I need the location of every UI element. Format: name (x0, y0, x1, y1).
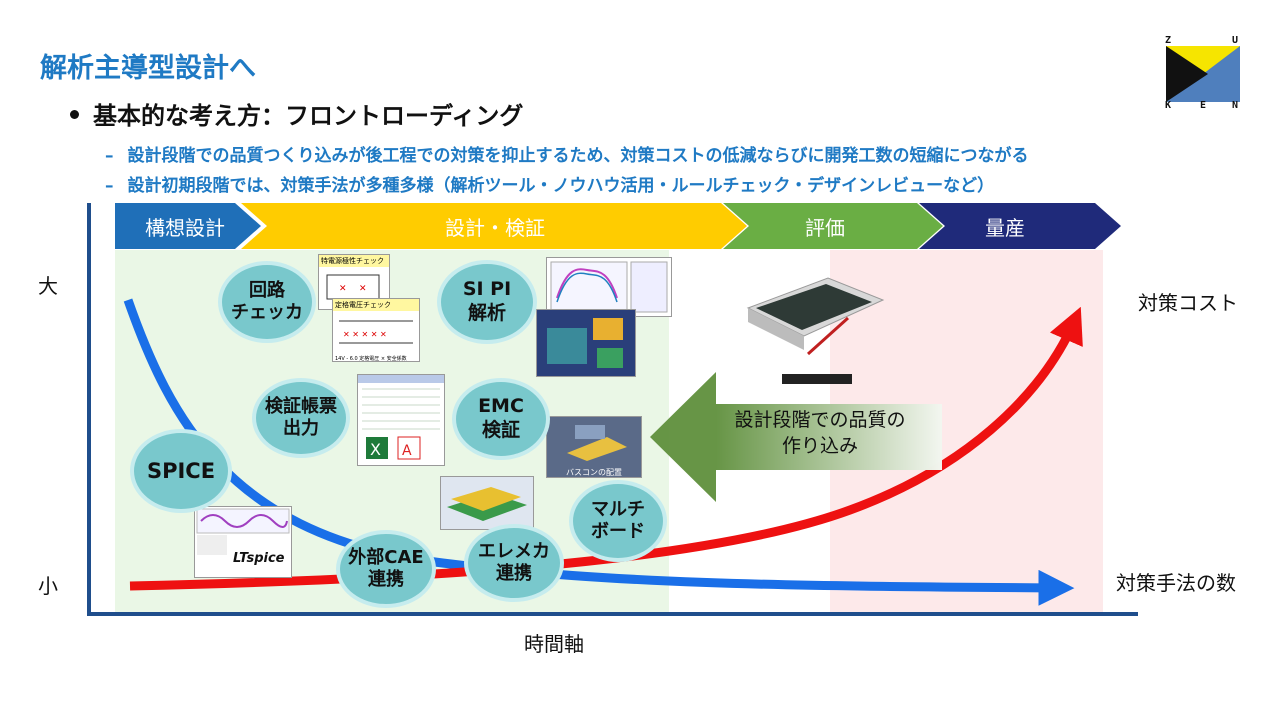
thumbnail-subtitle: 定格電圧チェック (333, 299, 419, 311)
phase-arrow-design (241, 203, 747, 249)
zuken-logo: Z U K E N (1164, 35, 1242, 112)
bubble-external-cae: 外部CAE 連携 (340, 534, 432, 604)
phase-label-evaluation: 評価 (805, 215, 845, 240)
logo-letter: U (1232, 35, 1239, 46)
bubble-multi-board: マルチ ボード (573, 484, 663, 558)
bullet-text: 基本的な考え方：フロントローディング (93, 102, 524, 130)
logo-letter: E (1200, 100, 1207, 111)
logo-letter: K (1165, 100, 1172, 111)
si-waveform-thumbnail (546, 257, 672, 317)
logo-letter: Z (1165, 35, 1172, 46)
bubble-circuit-checker: 回路 チェッカ (222, 265, 312, 339)
board-graphic (746, 277, 885, 384)
logo-mark (1166, 46, 1240, 102)
board-3d-graphic (567, 425, 627, 461)
svg-text:✕ ✕ ✕ ✕ ✕: ✕ ✕ ✕ ✕ ✕ (343, 330, 387, 339)
ltspice-waveform (196, 508, 290, 555)
multi-board-thumbnail (440, 476, 534, 530)
sub-item-1: –設計段階での品質つくり込みが後工程での対策を抑止するため、対策コストの低減なら… (105, 141, 1029, 166)
ecu-board-photo (738, 258, 888, 390)
y-axis-low-label: 小 (38, 574, 58, 598)
thumbnail-title: 特電源極性チェック (319, 255, 389, 267)
phase-label-design: 設計・検証 (445, 215, 545, 240)
phase-arrow-evaluation (723, 203, 943, 249)
phase-label-mass-production: 量産 (985, 215, 1025, 240)
phase-arrow-concept (115, 203, 261, 249)
methods-curve (123, 298, 1075, 606)
board-stack-graphic (447, 487, 527, 521)
dash-marker: – (105, 176, 114, 196)
quality-arrow-text: 設計段階での品質の 作り込み (734, 409, 906, 457)
bubble-mecha-integration: エレメカ 連携 (468, 528, 560, 598)
pcb-graphic (547, 318, 623, 368)
rating-check-thumbnail: 定格電圧チェック ✕ ✕ ✕ ✕ ✕ 14V - 6.0 定格電圧 × 安全係数 (332, 298, 420, 362)
bubble-si-pi-analysis: SI PI 解析 (441, 264, 533, 340)
bubble-spice: SPICE (134, 433, 228, 509)
dash-marker: – (105, 146, 114, 166)
x-axis-label: 時間軸 (524, 632, 584, 656)
logo-letter: N (1232, 100, 1239, 111)
svg-text:✕: ✕ (339, 284, 347, 294)
phase-label-concept: 構想設計 (145, 215, 225, 240)
busbar-thumbnail: バスコンの配置 (546, 416, 642, 478)
sub-item-text: 設計初期段階では、対策手法が多種多様（解析ツール・ノウハウ活用・ルールチェック・… (127, 176, 995, 196)
ltspice-label: LTspice (233, 551, 285, 566)
thumbnail-footer: 14V - 6.0 定格電圧 × 安全係数 (335, 356, 407, 362)
cost-legend-label: 対策コスト (1138, 291, 1238, 315)
schematic-graphic: ✕ ✕ ✕ ✕ ✕ (339, 320, 413, 344)
bullet-heading: 基本的な考え方：フロントローディング (70, 96, 523, 131)
phase-arrows (115, 203, 1121, 249)
bubble-emc: EMC 検証 (456, 382, 546, 456)
waveform-graphic (550, 261, 668, 313)
ltspice-thumbnail: LTspice (194, 506, 292, 578)
sub-item-text: 設計段階での品質つくり込みが後工程での対策を抑止するため、対策コストの低減ならび… (127, 146, 1029, 166)
page-title: 解析主導型設計へ (40, 53, 256, 84)
svg-text:X: X (370, 440, 381, 459)
bullet-dot (70, 109, 79, 119)
methods-legend-label: 対策手法の数 (1116, 571, 1236, 595)
busbar-caption: バスコンの配置 (566, 468, 622, 477)
quality-arrow-fade (716, 404, 942, 470)
sub-item-2: –設計初期段階では、対策手法が多種多様（解析ツール・ノウハウ活用・ルールチェック… (105, 171, 994, 196)
svg-text:✕: ✕ (359, 284, 367, 294)
pcb-layout-thumbnail (536, 309, 636, 377)
phase-arrow-mass-production (919, 203, 1121, 249)
bubble-report-output: 検証帳票 出力 (256, 382, 346, 454)
y-axis-high-label: 大 (38, 274, 58, 298)
svg-text:A: A (402, 443, 412, 459)
